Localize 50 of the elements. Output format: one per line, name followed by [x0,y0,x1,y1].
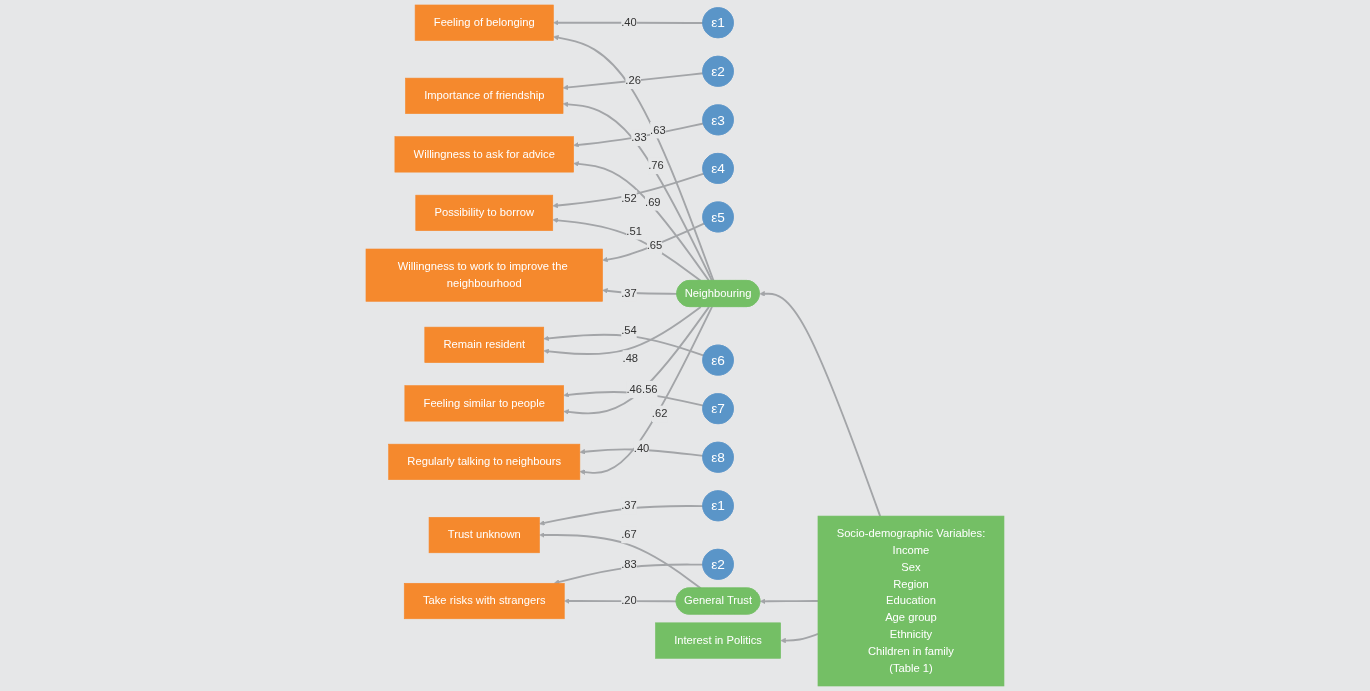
arrow [579,305,713,475]
edge-label: .40 [633,442,650,455]
edge-label: .51 [626,224,642,238]
node-box: Take risks with strangers [403,583,565,620]
edge-label: .83 [621,557,637,571]
edge-label: .20 [621,594,637,607]
arrow [562,72,705,91]
arrow [759,291,882,517]
arrow [579,448,705,457]
edge-label: .37 [621,499,637,512]
arrow [573,161,710,282]
arrow [553,35,715,282]
node-box: Trust unknown [428,517,540,554]
node-box: Willingness to work to improve the neighbourhood [365,248,603,302]
arrow [543,333,705,357]
node-box: Possibility to borrow [415,194,554,231]
arrow [563,305,710,415]
edge-label: .48 [622,352,639,365]
node-box: Feeling similar to people [404,385,564,422]
node-box: Importance of friendship [405,77,564,114]
node-box: Regularly talking to neighbours [388,443,581,480]
arrow [552,217,702,282]
node-box: Willingness to ask for advice [394,136,574,173]
edge-label: .63 [650,123,666,137]
edge-label: .69 [645,195,661,209]
node-box: Feeling of belonging [414,4,554,41]
node-box: Socio-demographic Variables: Income Sex Region Education Age group Ethnicity Children in family (Table 1) [817,515,1005,687]
node-box: Interest in Politics [655,622,781,659]
edge-label: .26 [625,74,641,87]
edge-label: .52 [621,191,637,205]
edge-label: .33 [631,131,647,144]
edge-label: .46 [626,383,643,396]
arrow [760,598,819,605]
arrow [564,598,678,604]
arrow [562,101,713,282]
edge-label: .76 [648,159,664,172]
edge-label: .37 [621,286,637,300]
edge-label: .40 [621,16,637,29]
arrow [543,305,702,356]
edge-label: .67 [621,528,637,541]
arrow [602,222,706,263]
arrow [573,122,705,148]
edge-label: .62 [651,407,668,420]
edge-label: .54 [621,323,637,337]
arrow [552,172,705,209]
arrow [780,633,819,644]
node-box: Remain resident [424,326,545,363]
arrow [563,391,705,407]
edge-label: .56 [642,382,658,396]
edge-label: .65 [646,238,663,252]
